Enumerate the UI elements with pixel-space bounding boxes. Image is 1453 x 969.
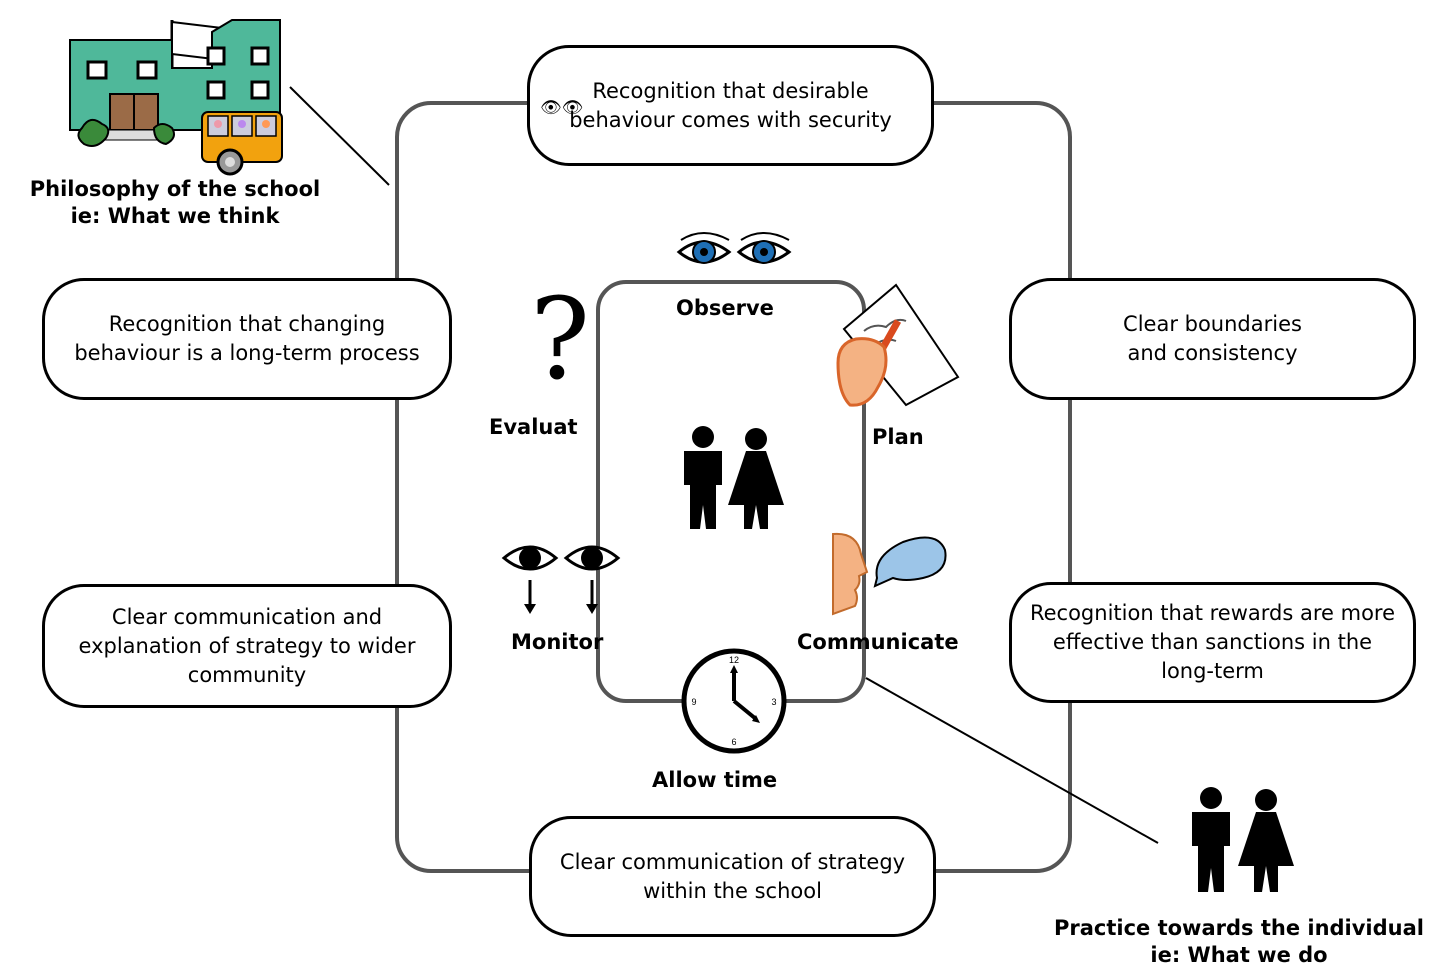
philosophy-line1: Philosophy of the school — [29, 177, 321, 201]
box-boundaries-text: Clear boundaries and consistency — [1123, 312, 1302, 365]
clock-numeral-6: 6 — [731, 737, 736, 747]
practice-connector — [865, 677, 1159, 844]
writing-hand-icon — [836, 283, 960, 407]
people-icon — [684, 426, 784, 529]
practice-line2: ie: What we do — [1150, 943, 1328, 967]
box-boundaries: Clear boundaries and consistency — [1009, 278, 1416, 400]
clock-numeral-9: 9 — [691, 697, 696, 707]
box-rewards: Recognition that rewards are more effect… — [1009, 582, 1416, 703]
clock-numeral-12: 12 — [729, 655, 739, 665]
speaking-face-icon — [832, 532, 947, 616]
philosophy-connector — [289, 86, 390, 186]
box-security-text: Recognition that desirable behaviour com… — [569, 78, 892, 132]
clock-icon: 12 3 6 9 — [681, 648, 787, 754]
monitor-eyes-icon — [501, 545, 621, 614]
box-wider-community-text: Clear communication and explanation of s… — [78, 604, 416, 687]
practice-line1: Practice towards the individual — [1053, 916, 1424, 940]
label-observe: Observe — [676, 296, 774, 320]
eyes-icon — [676, 232, 792, 264]
box-long-term: Recognition that changing behaviour is a… — [42, 278, 452, 400]
box-long-term-text: Recognition that changing behaviour is a… — [74, 312, 420, 365]
practice-people-icon — [1192, 787, 1294, 892]
box-within-school-text: Clear communication of strategy within t… — [559, 849, 906, 903]
box-rewards-text: Recognition that rewards are more effect… — [1029, 601, 1396, 683]
label-monitor: Monitor — [511, 630, 604, 654]
question-mark-icon: ? — [530, 275, 591, 405]
small-eyes-icon: 👁👁 — [540, 98, 584, 118]
clock-numeral-3: 3 — [771, 697, 776, 707]
philosophy-caption: Philosophy of the school ie: What we thi… — [0, 176, 350, 230]
label-communicate: Communicate — [797, 630, 959, 654]
practice-caption: Practice towards the individual ie: What… — [1025, 915, 1453, 969]
school-building-icon — [69, 19, 283, 176]
label-allow-time: Allow time — [652, 768, 778, 792]
philosophy-line2: ie: What we think — [70, 204, 280, 228]
label-plan: Plan — [872, 425, 924, 449]
label-evaluate: Evaluat — [489, 415, 578, 439]
box-within-school: Clear communication of strategy within t… — [529, 816, 936, 937]
box-wider-community: Clear communication and explanation of s… — [42, 584, 452, 708]
box-security: Recognition that desirable behaviour com… — [527, 45, 934, 166]
